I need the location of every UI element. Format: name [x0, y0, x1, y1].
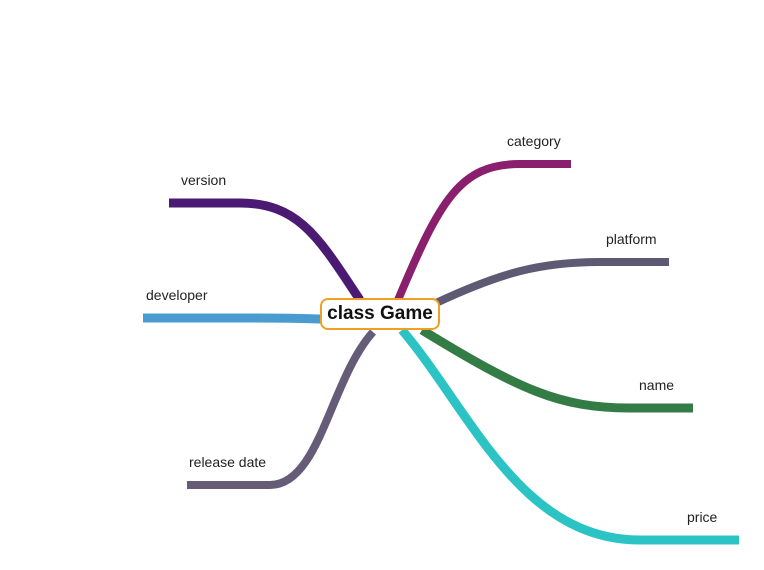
branch-line-category [394, 160, 571, 302]
branch-label-version: version [181, 172, 227, 188]
root-node[interactable]: class Game [320, 298, 440, 330]
branch-label-release-date: release date [189, 454, 267, 470]
branch-line-developer [143, 313, 346, 325]
branch-label-price: price [687, 509, 718, 525]
branch-line-platform [434, 258, 669, 307]
branch-line-version [169, 198, 364, 303]
branch-label-platform: platform [606, 231, 657, 247]
branch-line-price [398, 327, 739, 545]
branch-label-name: name [639, 377, 675, 393]
branch-label-developer: developer [146, 287, 208, 303]
branch-line-name [419, 326, 693, 413]
branch-line-release-date [187, 329, 377, 489]
branch-label-category: category [507, 133, 561, 149]
